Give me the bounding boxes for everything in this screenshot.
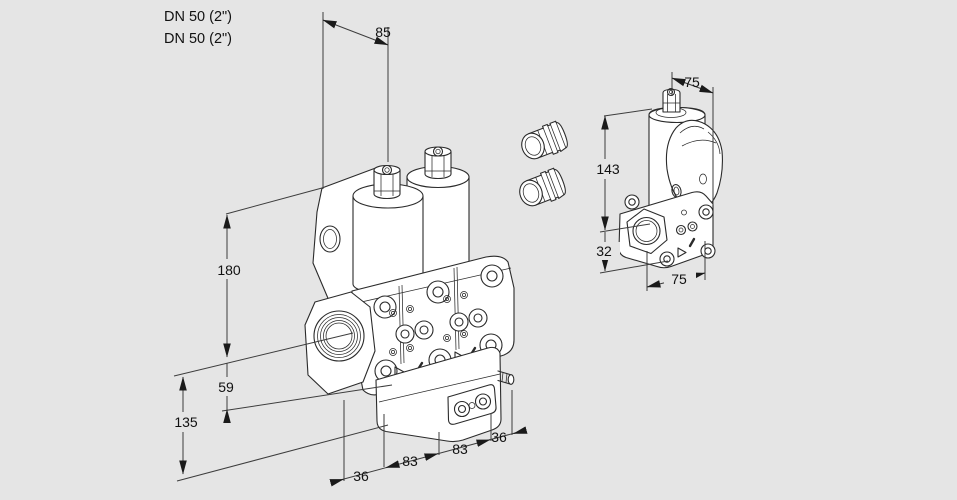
dim-label-75-top: 75 [684, 74, 700, 90]
adjustment-screw-right [432, 146, 444, 157]
dim-label-180: 180 [217, 262, 241, 278]
side-valve-body [618, 191, 716, 269]
bracket-hole [319, 225, 341, 253]
dim-135: 135 [166, 376, 389, 482]
pressure-regulator-box [375, 346, 515, 443]
adjustment-screw-left [381, 164, 393, 176]
sealing-plug-top [516, 119, 571, 165]
dim-143: 143 [592, 108, 653, 233]
dim-180: 180 [173, 187, 354, 377]
test-point-ports [395, 308, 488, 344]
dim-label-143: 143 [596, 161, 620, 177]
body-screws [389, 291, 468, 356]
dim-75-bottom: 75 [646, 241, 706, 291]
dim-bottom-chain: 36 83 83 36 [329, 390, 528, 487]
dim-59: 59 [211, 363, 393, 423]
dim-label-75-bottom: 75 [671, 271, 687, 287]
connection-size-labels: DN 50 (2") DN 50 (2") [164, 9, 232, 47]
dim-label-83-left: 83 [402, 453, 418, 469]
dim-label-32: 32 [596, 243, 612, 259]
side-valve-port [632, 216, 661, 246]
flow-direction-arrow [677, 247, 687, 258]
inlet-flange-boss [304, 291, 376, 395]
dim-85: 85 [322, 12, 391, 189]
side-valve-drawing [618, 87, 723, 269]
sealing-plugs [514, 119, 571, 212]
dim-75-top: 75 [671, 72, 714, 205]
main-valve-drawing [304, 146, 515, 443]
dn-size-label-2: DN 50 (2") [164, 31, 232, 47]
dn-size-label-1: DN 50 (2") [164, 9, 232, 25]
dim-label-85: 85 [375, 24, 391, 40]
dim-label-36-right: 36 [491, 429, 507, 445]
coil-neck-right [424, 151, 452, 180]
dim-label-36-left: 36 [353, 468, 369, 484]
regulator-recess [447, 384, 497, 425]
dim-label-59: 59 [218, 379, 234, 395]
sealing-plug-bottom [514, 166, 569, 212]
dim-32: 32 [590, 232, 669, 274]
vent-nipple [497, 370, 515, 385]
dimension-annotations: 85 180 59 135 [164, 9, 714, 487]
dim-label-83-right: 83 [452, 441, 468, 457]
dim-label-135: 135 [174, 414, 198, 430]
